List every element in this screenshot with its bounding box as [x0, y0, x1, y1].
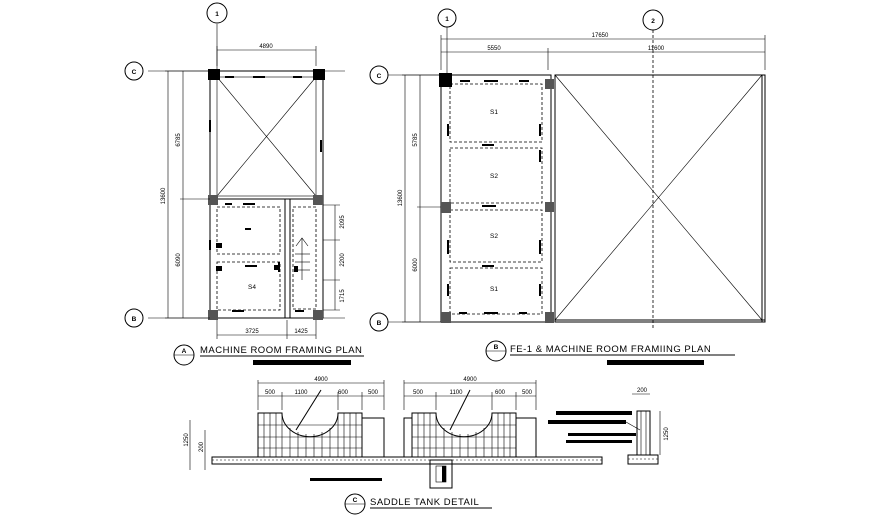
plan-b-title: FE-1 & MACHINE ROOM FRAMIING PLAN [510, 344, 711, 355]
dim-seg-2d: 500 [522, 390, 533, 396]
dim-b-left-upper: 5785 [413, 133, 419, 147]
dim-right-1: 2095 [340, 215, 346, 229]
detail-c-title: SADDLE TANK DETAIL [370, 497, 479, 508]
room-outline [209, 70, 324, 319]
dim-overall-2: 4900 [463, 377, 477, 383]
grid-label-b: B [132, 316, 137, 323]
dim-left-upper: 6785 [176, 133, 182, 147]
dim-overall-1: 4900 [314, 377, 328, 383]
dim-bottom-1: 3725 [245, 329, 259, 335]
dim-top-2: 11600 [648, 46, 665, 52]
grid-label-2: 2 [651, 18, 655, 25]
dim-right-3: 1715 [340, 289, 346, 303]
dim-top-1: 5550 [487, 46, 501, 52]
dim-b-left-total: 13600 [398, 189, 404, 206]
saddle-1-rebar [258, 413, 362, 457]
marker-b-label: B [494, 344, 499, 351]
dim-seg-1c: 600 [338, 390, 349, 396]
dim-top-total: 17650 [592, 33, 609, 39]
slab-s1-bottom: S1 [490, 286, 498, 293]
grid-label-1: 1 [215, 11, 219, 18]
grid-label-1b: 1 [445, 16, 449, 23]
grid-bubble-1 [206, 2, 228, 24]
plan-a-title: MACHINE ROOM FRAMING PLAN [200, 345, 362, 356]
dim-height-2: 200 [199, 441, 205, 452]
dim-seg-2b: 1100 [450, 390, 464, 396]
dim-seg-2c: 600 [495, 390, 506, 396]
grid-label-bb: B [377, 320, 382, 327]
dim-seg-1a: 500 [265, 390, 276, 396]
plan-b: 1 2 C B 17650 5550 11600 13600 5785 6000 [369, 8, 766, 365]
slab-s1-top: S1 [490, 109, 498, 116]
dim-post-top: 200 [637, 388, 648, 394]
dim-left-lower: 6090 [176, 253, 182, 267]
detail-c: 1250 200 [184, 377, 670, 515]
slab-s2-lower: S2 [490, 233, 498, 240]
dim-b-left-lower: 6000 [413, 258, 419, 272]
grid-label-cb: C [377, 73, 382, 80]
marker-a-label: A [182, 348, 187, 355]
saddle-2-rebar [412, 413, 516, 457]
dim-left-total: 13600 [161, 187, 167, 204]
dim-top: 4890 [259, 44, 273, 50]
marker-c-label: C [353, 497, 358, 504]
dim-bottom-2: 1425 [294, 329, 308, 335]
plan-a: 1 C B [124, 2, 364, 366]
grid-bubble-b [124, 308, 144, 328]
grid-bubble-c [124, 61, 144, 81]
slab-s2-upper: S2 [490, 173, 498, 180]
dim-seg-1b: 1100 [295, 390, 309, 396]
dim-right-2: 2200 [340, 253, 346, 267]
dim-height: 1250 [184, 433, 190, 447]
dim-seg-2a: 500 [413, 390, 424, 396]
dim-seg-1d: 500 [368, 390, 379, 396]
dim-post-height: 1250 [664, 427, 670, 441]
slab-label-s4: S4 [248, 284, 256, 291]
grid-label-c: C [132, 69, 137, 76]
